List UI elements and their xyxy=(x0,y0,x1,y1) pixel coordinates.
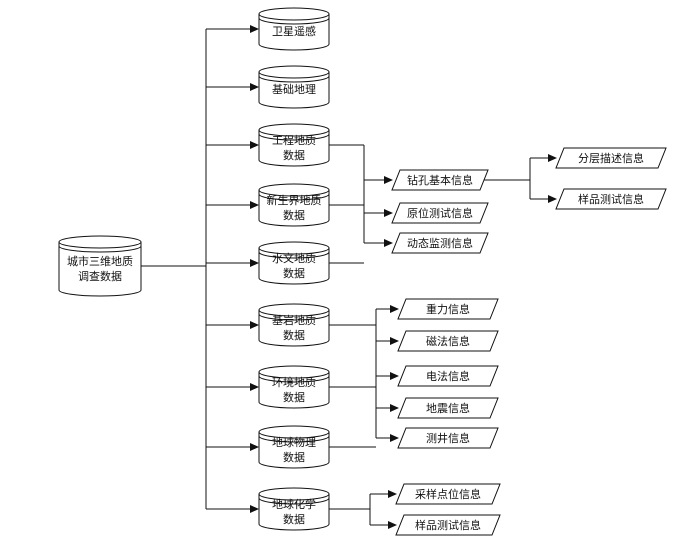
info-box xyxy=(397,298,499,320)
database-label: 调查数据 xyxy=(78,269,122,283)
cylinder-top xyxy=(258,123,330,137)
database-label: 数据 xyxy=(283,328,305,342)
cylinder-rim xyxy=(258,497,330,505)
geophysics-info-0: 重力信息 xyxy=(397,298,499,320)
cylinder-top xyxy=(258,303,330,317)
cylinder-top xyxy=(258,65,330,79)
database-remote: 卫星遥感 xyxy=(258,7,330,51)
database-label: 城市三维地质 xyxy=(67,254,133,268)
database-label: 地球化学 xyxy=(272,497,316,511)
info-label: 地震信息 xyxy=(426,401,470,415)
cylinder-top xyxy=(258,183,330,197)
info-box xyxy=(391,169,489,191)
info-box xyxy=(397,330,499,352)
database-label: 地球物理 xyxy=(272,435,316,449)
database-label: 卫星遥感 xyxy=(272,25,316,38)
database-label: 数据 xyxy=(283,266,305,280)
info-label: 测井信息 xyxy=(426,431,470,445)
info-box xyxy=(397,365,499,387)
cylinder-rim xyxy=(258,435,330,443)
database-label: 基岩地质 xyxy=(272,313,316,327)
geophysics-info-3: 地震信息 xyxy=(397,397,499,419)
cylinder-top xyxy=(58,235,142,249)
cylinder-rim xyxy=(58,245,142,253)
info-box xyxy=(555,147,667,169)
cylinder-body xyxy=(58,242,142,297)
database-label: 数据 xyxy=(283,208,305,222)
database-label: 水文地质 xyxy=(272,251,316,265)
info-label: 采样点位信息 xyxy=(415,487,481,501)
cylinder-top xyxy=(258,7,330,21)
cylinder-rim xyxy=(258,251,330,259)
cylinder-rim xyxy=(258,17,330,25)
geophysics-info-1: 磁法信息 xyxy=(397,330,499,352)
drilling-info-2: 动态监测信息 xyxy=(391,232,489,254)
cylinder-rim xyxy=(258,375,330,383)
info-box xyxy=(397,397,499,419)
database-label: 数据 xyxy=(283,512,305,526)
diagram-nodes: 城市三维地质调查数据卫星遥感基础地理工程地质数据新生界地质数据水文地质数据基岩地… xyxy=(58,7,667,536)
drill-detail-1: 样品测试信息 xyxy=(555,188,667,210)
cylinder-rim xyxy=(258,193,330,201)
database-geo-base: 基础地理 xyxy=(258,65,330,109)
info-label: 重力信息 xyxy=(426,302,470,316)
database-label: 数据 xyxy=(283,450,305,464)
drilling-info-1: 原位测试信息 xyxy=(391,202,489,224)
info-label: 样品测试信息 xyxy=(415,518,481,532)
geochemistry-info-0: 采样点位信息 xyxy=(395,483,501,505)
geophysics-info-4: 测井信息 xyxy=(397,427,499,449)
database-label: 新生界地质 xyxy=(267,193,322,207)
cylinder-top xyxy=(258,365,330,379)
info-box xyxy=(397,427,499,449)
info-box xyxy=(395,483,501,505)
info-label: 分层描述信息 xyxy=(578,151,644,165)
database-label: 工程地质 xyxy=(272,134,316,147)
connector-lines xyxy=(141,25,557,529)
cylinder-rim xyxy=(258,133,330,141)
info-label: 磁法信息 xyxy=(426,334,470,348)
info-box xyxy=(391,202,489,224)
cylinder-rim xyxy=(258,313,330,321)
info-box xyxy=(395,514,501,536)
geochemistry-info-1: 样品测试信息 xyxy=(395,514,501,536)
cylinder-rim xyxy=(258,75,330,83)
cylinder-top xyxy=(258,425,330,439)
info-label: 电法信息 xyxy=(426,369,470,383)
info-label: 钻孔基本信息 xyxy=(407,173,473,187)
info-label: 原位测试信息 xyxy=(407,206,473,220)
database-label: 基础地理 xyxy=(272,83,316,96)
info-label: 样品测试信息 xyxy=(578,192,644,206)
database-label: 数据 xyxy=(283,390,305,404)
drilling-info-0: 钻孔基本信息 xyxy=(391,169,489,191)
cylinder-top xyxy=(258,241,330,255)
info-label: 动态监测信息 xyxy=(407,236,473,250)
database-label: 环境地质 xyxy=(272,375,316,389)
info-box xyxy=(391,232,489,254)
info-box xyxy=(555,188,667,210)
database-label: 数据 xyxy=(283,148,305,162)
drill-detail-0: 分层描述信息 xyxy=(555,147,667,169)
cylinder-top xyxy=(258,487,330,501)
geophysics-info-2: 电法信息 xyxy=(397,365,499,387)
